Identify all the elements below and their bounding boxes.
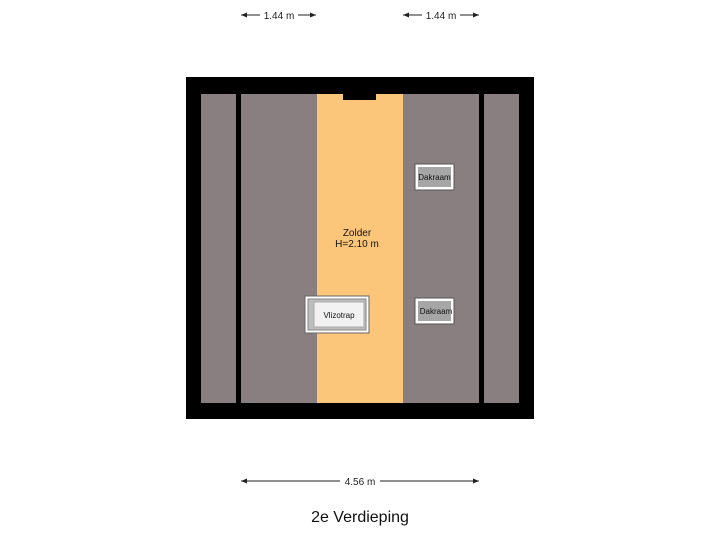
dimension-top-left: 1.44 m xyxy=(241,8,316,22)
roof-slope-left xyxy=(241,94,317,403)
roof-slope-right xyxy=(403,94,479,403)
dimension-top-left-label: 1.44 m xyxy=(264,11,295,22)
skylight-bottom: Dakraam xyxy=(414,297,455,325)
room-zolder-name: Zolder xyxy=(343,228,372,239)
floor-title: 2e Verdieping xyxy=(311,509,409,526)
dimension-bottom-label: 4.56 m xyxy=(345,477,376,488)
roof-slope-far-left xyxy=(201,94,236,403)
roof-slope-far-right xyxy=(484,94,519,403)
dimension-top-right: 1.44 m xyxy=(403,8,479,22)
room-zolder-height: H=2.10 m xyxy=(335,239,379,250)
chimney xyxy=(343,90,376,100)
skylight-top: Dakraam xyxy=(414,163,455,191)
skylight-top-label: Dakraam xyxy=(418,173,451,182)
room-zolder xyxy=(317,94,403,403)
loft-ladder-label: Vlizotrap xyxy=(323,311,355,320)
dimension-top-right-label: 1.44 m xyxy=(426,11,457,22)
dimension-bottom: 4.56 m xyxy=(241,474,479,488)
skylight-bottom-label: Dakraam xyxy=(420,307,453,316)
loft-ladder: Vlizotrap xyxy=(304,295,370,334)
